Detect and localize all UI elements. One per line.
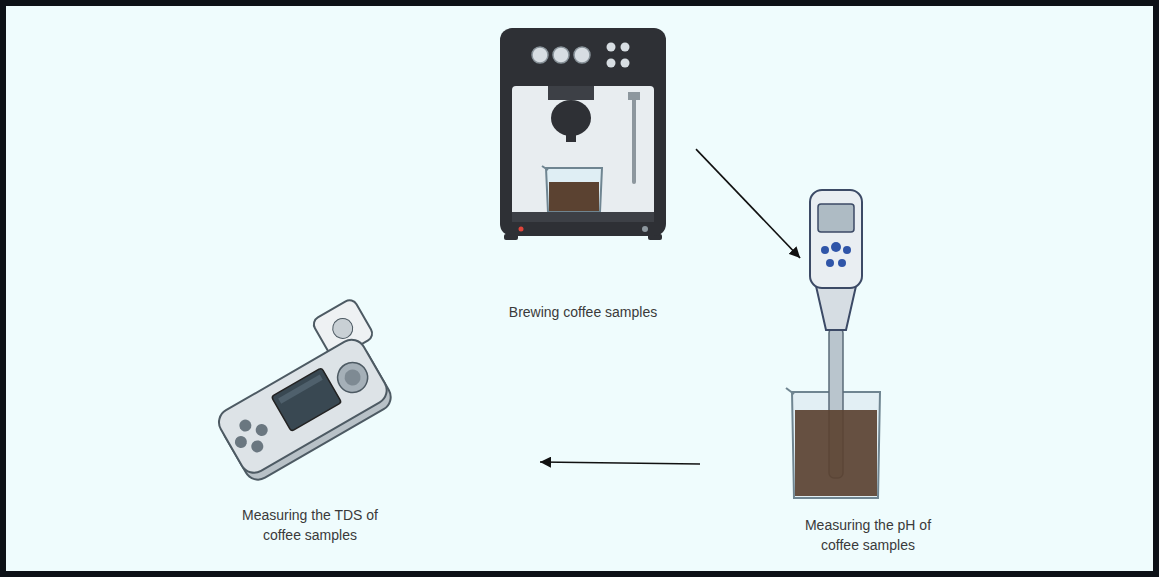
machine-button [607, 59, 616, 68]
sample-well [332, 357, 373, 398]
screen-highlight [278, 375, 323, 404]
machine-knob [574, 47, 590, 63]
machine-button [621, 59, 630, 68]
meter-button [826, 259, 834, 267]
caption-block: Measuring the TDS of coffee samples [230, 505, 390, 545]
step-caption: Brewing coffee samples [470, 302, 696, 322]
meter-button [254, 422, 270, 438]
caption-block: Brewing coffee samples [470, 302, 696, 322]
flow-arrow [696, 149, 800, 258]
frame-border [3, 3, 1156, 574]
beaker-spout [542, 166, 548, 170]
step-caption: Measuring the pH of coffee samples [788, 515, 948, 555]
power-light [519, 227, 524, 232]
meter-screen [818, 204, 854, 232]
beaker-spout [786, 388, 794, 394]
meter-head [810, 190, 862, 288]
meter-button [821, 246, 829, 254]
meter-button [843, 246, 851, 254]
beaker-glass [546, 168, 602, 212]
machine-knob [532, 47, 548, 63]
coffee-liquid [549, 182, 599, 211]
sample-prism [342, 367, 364, 389]
meter-button [233, 434, 249, 450]
meter-screen [271, 368, 341, 432]
coffee-liquid [795, 410, 877, 496]
body-top [214, 335, 392, 478]
meter-button [831, 242, 841, 252]
portafilter [551, 100, 591, 136]
portafilter-spout [566, 134, 576, 142]
tds-meter [214, 297, 396, 484]
drip-tray [512, 212, 654, 222]
process-step: Measuring the pH of coffee samples [700, 258, 960, 561]
process-step: Brewing coffee samples [470, 22, 696, 332]
machine-body [500, 28, 666, 236]
steam-wand [632, 100, 636, 182]
ph-meter [786, 190, 880, 498]
machine-button [607, 43, 616, 52]
machine-face [512, 86, 654, 216]
meter-button [838, 259, 846, 267]
machine-button [621, 43, 630, 52]
machine-knob [553, 47, 569, 63]
meter-neck [816, 286, 856, 330]
flow-arrow [540, 462, 700, 464]
machine-button [642, 226, 648, 232]
meter-body [214, 335, 396, 485]
group-head [548, 86, 594, 100]
espresso-machine [500, 28, 666, 240]
process-step: Measuring the TDS of coffee samples [200, 310, 540, 560]
meter-button [249, 438, 265, 454]
caption-block: Measuring the pH of coffee samples [788, 515, 948, 555]
meter-button [237, 417, 253, 433]
lid-window [329, 315, 356, 342]
step-caption: Measuring the TDS of coffee samples [230, 505, 390, 545]
